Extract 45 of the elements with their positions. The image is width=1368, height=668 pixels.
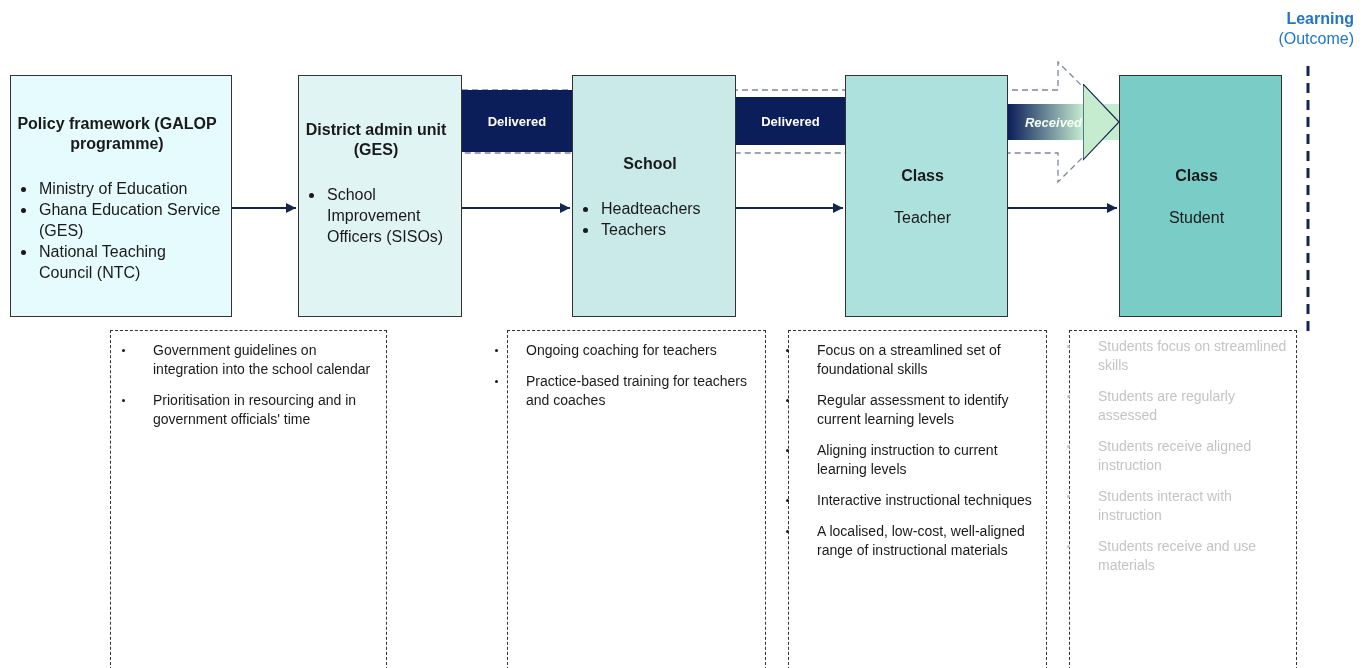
bullet-item: Teachers	[601, 220, 667, 240]
bullet-item: Prioritisation in resourcing and in government officials' time	[153, 391, 358, 429]
process-box	[572, 75, 736, 317]
bullet-item: Students are regularly assessed	[1098, 387, 1236, 425]
arrow	[735, 203, 844, 213]
bullet-item: Government guidelines on integration into the school calendar	[153, 341, 372, 379]
box-heading: Class	[900, 166, 945, 186]
bullet-item: Ghana Education Service (GES)	[39, 200, 222, 241]
bullet-item: A localised, low-cost, well-aligned range of instructional materials	[817, 522, 1026, 560]
outcome-heading: Learning	[1286, 10, 1354, 28]
process-box	[298, 75, 462, 317]
bullet-item: Aligning instruction to current learning levels	[817, 441, 999, 479]
process-box	[10, 75, 232, 317]
bullet-item: Ongoing coaching for teachers	[526, 341, 718, 360]
bullet-item: National Teaching Council (NTC)	[39, 242, 167, 283]
box-heading: Class	[1174, 166, 1219, 186]
arrow	[231, 203, 297, 213]
bullet-item: Headteachers	[601, 199, 702, 219]
bullet-item: School Improvement Officers (SISOs)	[327, 185, 445, 247]
box-subtitle: Teacher	[893, 208, 952, 228]
edge-label: Delivered	[761, 113, 820, 129]
outcome-subheading: (Outcome)	[1278, 30, 1354, 48]
band-connector	[462, 90, 572, 152]
bullet-item: Students receive and use materials	[1098, 537, 1257, 575]
process-box	[1119, 75, 1282, 317]
notes-box	[110, 330, 387, 668]
box-heading: District admin unit (GES)	[304, 120, 448, 160]
band-connector	[736, 97, 845, 145]
bullet-item: Ministry of Education	[39, 179, 189, 199]
edge-label: Delivered	[487, 113, 547, 129]
arrow	[461, 203, 571, 213]
bullet-item: Students focus on streamlined skills	[1098, 337, 1288, 375]
box-heading: School	[622, 154, 678, 174]
notes-box	[1069, 330, 1297, 668]
box-subtitle: Student	[1167, 208, 1226, 228]
bullet-item: Practice-based training for teachers and coaches	[526, 372, 748, 410]
bullet-item: Students interact with instruction	[1098, 487, 1233, 525]
notes-box	[788, 330, 1047, 668]
bullet-item: Interactive instructional techniques	[817, 491, 1033, 510]
bullet-item: Regular assessment to identify current learning levels	[817, 391, 1010, 429]
process-box	[845, 75, 1008, 317]
box-heading: Policy framework (GALOP programme)	[16, 114, 218, 154]
bullet-item: Students receive aligned instruction	[1098, 437, 1253, 475]
bullet-item: Focus on a streamlined set of foundational skills	[817, 341, 1002, 379]
arrow	[1007, 203, 1118, 213]
